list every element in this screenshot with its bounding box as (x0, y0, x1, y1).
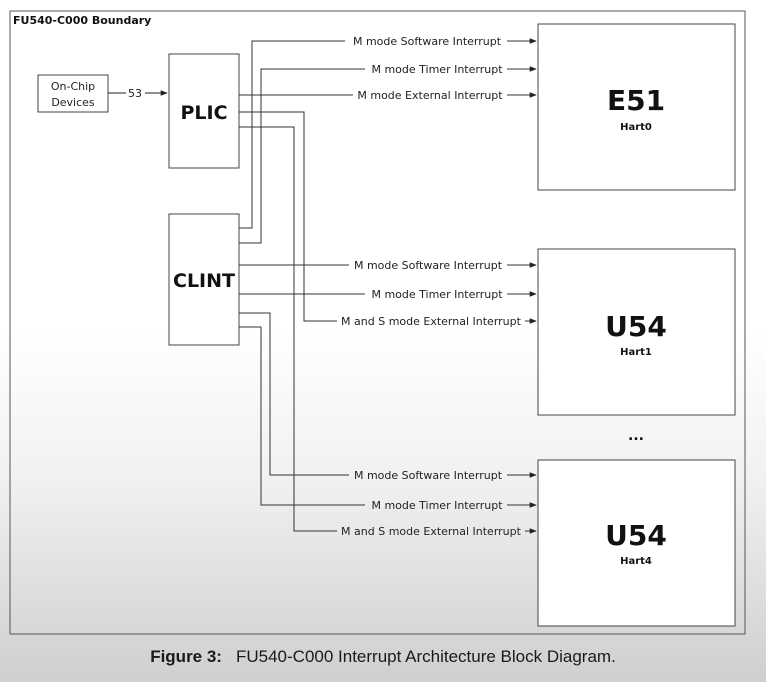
hart1-sub: Hart1 (620, 347, 652, 358)
chip-boundary (9, 10, 746, 635)
devices-label-line2: Devices (51, 96, 95, 109)
hart0-name: E51 (607, 84, 665, 117)
hart0-mtip-label: M mode Timer Interrupt (371, 63, 503, 76)
hart4-sub: Hart4 (620, 556, 652, 567)
wire-routing (239, 40, 365, 532)
clint-box (168, 213, 240, 346)
hart0-msip-label: M mode Software Interrupt (353, 35, 502, 48)
caption-label: Figure 3: (150, 647, 222, 666)
plic-label: PLIC (180, 102, 227, 124)
hart4-box (537, 459, 736, 627)
hart0-meip-label: M mode External Interrupt (357, 89, 503, 102)
hart0-sub: Hart0 (620, 122, 652, 133)
hart0-box (537, 23, 736, 191)
block-diagram: FU540-C000 Boundary On-Chip Devices 53 P… (9, 10, 746, 635)
hart4-mtip-label: M mode Timer Interrupt (371, 499, 503, 512)
figure-caption: Figure 3: FU540-C000 Interrupt Architectu… (0, 647, 766, 667)
hart-ellipsis: ... (628, 428, 644, 444)
clint-label: CLINT (173, 270, 235, 292)
hart1-msip-label: M mode Software Interrupt (354, 259, 503, 272)
hart4-name: U54 (605, 519, 667, 552)
hart4-msip-label: M mode Software Interrupt (354, 469, 503, 482)
bus-count-label: 53 (128, 87, 142, 100)
on-chip-devices-box (37, 74, 109, 113)
devices-label-line1: On-Chip (51, 80, 95, 93)
hart4-external-label: M and S mode External Interrupt (341, 525, 522, 538)
hart1-box (537, 248, 736, 416)
hart1-name: U54 (605, 310, 667, 343)
plic-box (168, 53, 240, 169)
hart1-mtip-label: M mode Timer Interrupt (371, 288, 503, 301)
caption-text: FU540-C000 Interrupt Architecture Block … (235, 647, 616, 666)
hart1-external-label: M and S mode External Interrupt (341, 315, 522, 328)
signal-arrows (507, 38, 537, 534)
boundary-label: FU540-C000 Boundary (13, 14, 151, 27)
